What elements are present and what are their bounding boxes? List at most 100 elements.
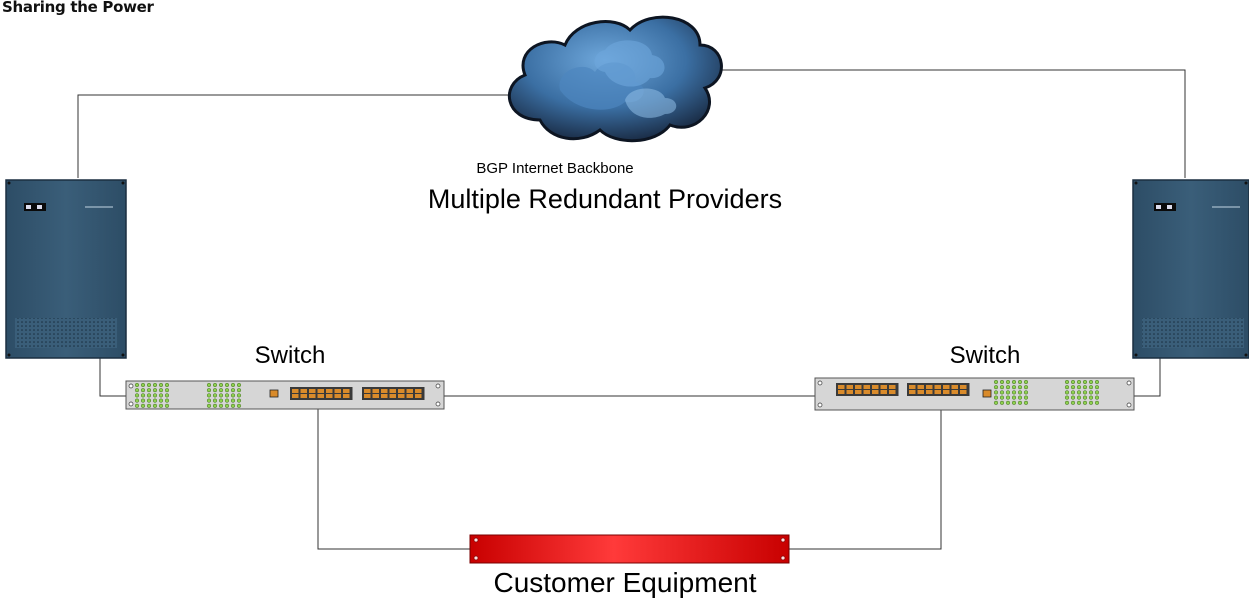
status-led — [146, 398, 152, 403]
network-port — [926, 390, 933, 394]
network-port — [398, 394, 405, 398]
status-led — [1070, 385, 1076, 390]
router-left — [5, 179, 127, 359]
status-led — [1094, 385, 1100, 390]
status-led — [1005, 379, 1011, 385]
router-right-logo-icon — [1154, 203, 1176, 211]
status-led — [140, 382, 146, 388]
network-port — [334, 394, 341, 398]
status-led — [134, 382, 140, 388]
network-port — [381, 394, 388, 398]
cloud-label-providers: Multiple Redundant Providers — [427, 184, 783, 214]
network-port — [917, 385, 924, 389]
status-led — [1017, 395, 1023, 400]
status-led — [218, 398, 224, 403]
status-led — [993, 390, 999, 395]
network-port — [863, 390, 870, 394]
network-port — [934, 385, 941, 389]
status-led — [230, 388, 236, 393]
status-led — [1094, 395, 1100, 400]
network-port — [292, 394, 299, 398]
switch-right-ports — [836, 383, 992, 398]
network-port — [317, 394, 324, 398]
status-led — [1023, 395, 1029, 400]
status-led — [146, 388, 152, 393]
network-port — [872, 390, 879, 394]
status-led — [164, 393, 170, 398]
status-led — [1005, 385, 1011, 390]
status-led — [993, 395, 999, 400]
network-port — [863, 385, 870, 389]
network-port — [855, 385, 862, 389]
status-led — [1082, 379, 1088, 385]
network-port — [398, 389, 405, 393]
network-port — [381, 389, 388, 393]
switch-right — [814, 377, 1135, 411]
status-led — [993, 400, 999, 405]
status-led — [158, 393, 164, 398]
diagram-title: Sharing the Power — [2, 0, 154, 16]
switch-left-ports — [290, 387, 425, 400]
status-led — [212, 388, 218, 393]
network-port — [317, 389, 324, 393]
status-led — [1088, 390, 1094, 395]
network-port — [960, 385, 967, 389]
status-led — [1082, 395, 1088, 400]
status-led — [236, 403, 242, 408]
status-led — [224, 398, 230, 403]
switch-left — [125, 380, 445, 410]
network-port — [364, 389, 371, 393]
status-led — [218, 393, 224, 398]
status-led — [206, 393, 212, 398]
network-port — [309, 394, 316, 398]
status-led — [206, 403, 212, 408]
status-led — [1070, 379, 1076, 385]
status-led — [224, 403, 230, 408]
network-port — [838, 390, 845, 394]
status-led — [134, 398, 140, 403]
status-led — [1017, 390, 1023, 395]
network-port — [309, 389, 316, 393]
link-customer-switch-right — [789, 409, 942, 550]
cloud-label-bgp: BGP Internet Backbone — [476, 160, 634, 177]
network-port — [926, 385, 933, 389]
status-led — [140, 388, 146, 393]
network-port — [880, 390, 887, 394]
status-led — [1076, 379, 1082, 385]
status-led — [1076, 400, 1082, 405]
network-port — [334, 389, 341, 393]
status-led — [134, 393, 140, 398]
status-led — [146, 393, 152, 398]
status-led — [1023, 385, 1029, 390]
status-led — [993, 385, 999, 390]
status-led — [218, 403, 224, 408]
link-cloud-router-right — [690, 69, 1186, 178]
status-led — [236, 393, 242, 398]
status-led — [1070, 400, 1076, 405]
status-led — [1088, 400, 1094, 405]
network-port — [372, 394, 379, 398]
status-led — [152, 388, 158, 393]
status-led — [1017, 385, 1023, 390]
network-port — [343, 394, 350, 398]
network-port — [415, 394, 422, 398]
status-led — [206, 388, 212, 393]
status-led — [999, 390, 1005, 395]
status-led — [1082, 400, 1088, 405]
network-port — [372, 389, 379, 393]
status-led — [993, 379, 999, 385]
status-led — [146, 403, 152, 408]
status-led — [158, 382, 164, 388]
router-left-logo-icon — [24, 203, 46, 211]
status-led — [1082, 390, 1088, 395]
network-port — [889, 385, 896, 389]
links — [77, 69, 1186, 550]
switch-right-leds — [993, 379, 1100, 405]
status-led — [140, 398, 146, 403]
network-port — [406, 394, 413, 398]
status-led — [230, 398, 236, 403]
status-led — [999, 400, 1005, 405]
status-led — [1011, 390, 1017, 395]
status-led — [999, 395, 1005, 400]
network-port — [872, 385, 879, 389]
